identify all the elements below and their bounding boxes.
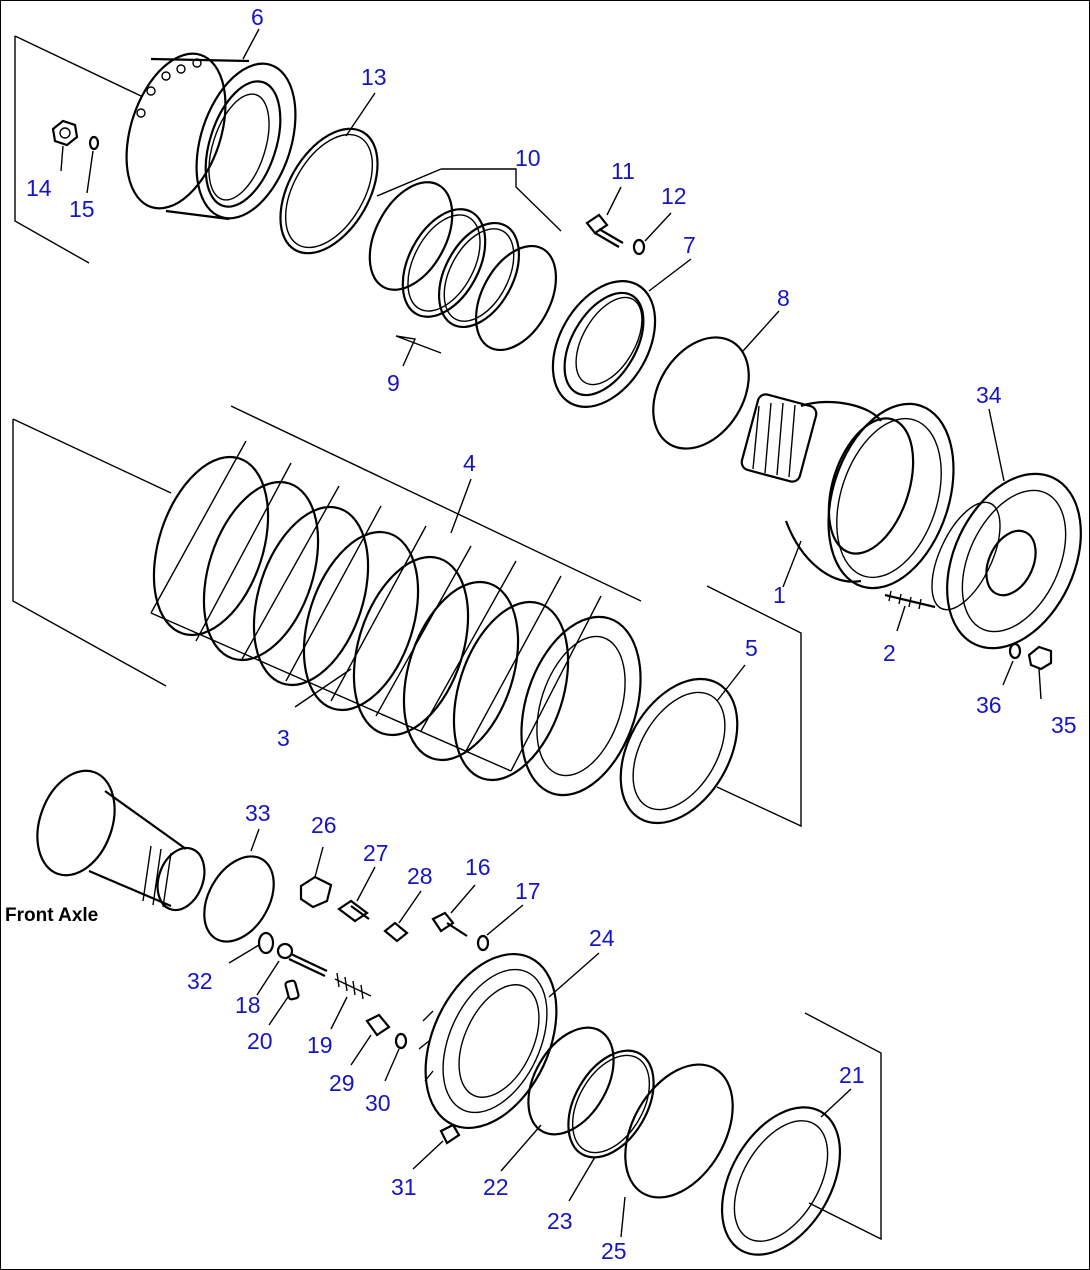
part-6-drum — [125, 52, 297, 221]
part-33-o-ring — [203, 855, 275, 943]
part-26-plug — [299, 875, 333, 909]
part-17-washer — [476, 934, 490, 952]
callout-labels: 6 13 14 15 10 11 12 7 9 8 34 4 1 2 5 36 … — [5, 4, 1077, 1264]
callout-20: 20 — [247, 1028, 273, 1054]
part-16-bolt — [431, 911, 468, 937]
part-22-ring — [527, 1026, 615, 1136]
callout-13: 13 — [361, 64, 387, 90]
callout-12: 12 — [661, 183, 687, 209]
callout-23: 23 — [547, 1208, 573, 1234]
part-31-bolt — [439, 1123, 461, 1145]
part-19-spring — [334, 972, 372, 1000]
callout-26: 26 — [311, 812, 337, 838]
part-27-valve — [337, 899, 370, 923]
part-11-bolt — [585, 213, 624, 248]
part-21-cover — [720, 1106, 842, 1256]
part-32-ring — [257, 931, 275, 955]
callout-36: 36 — [976, 692, 1002, 718]
callout-30: 30 — [365, 1090, 391, 1116]
callout-34: 34 — [976, 382, 1002, 408]
callout-11: 11 — [611, 158, 635, 184]
part-23-ring — [567, 1049, 655, 1159]
part-7-piston — [551, 280, 657, 408]
part-24-carrier — [418, 952, 558, 1130]
callout-10: 10 — [515, 145, 541, 171]
callout-5: 5 — [745, 635, 758, 661]
part-36-washer — [1008, 642, 1022, 660]
part-35-nut — [1027, 645, 1053, 671]
callout-2: 2 — [883, 640, 896, 666]
part-20-pin — [284, 979, 300, 1001]
leader-lines — [60, 28, 1042, 1238]
front-axle-shaft — [36, 769, 206, 912]
callout-31: 31 — [391, 1174, 417, 1200]
part-12-washer — [632, 238, 646, 256]
part-18-pin — [276, 942, 328, 977]
callout-28: 28 — [407, 863, 433, 889]
part-13-ring — [279, 127, 379, 255]
callout-1: 1 — [773, 582, 786, 608]
callout-24: 24 — [589, 925, 615, 951]
part-30-washer — [394, 1032, 408, 1050]
callout-22: 22 — [483, 1174, 509, 1200]
part-34-cover — [931, 472, 1082, 650]
callout-6: 6 — [251, 4, 264, 30]
front-axle-note: Front Axle — [5, 905, 98, 926]
callout-27: 27 — [363, 840, 389, 866]
callout-9: 9 — [387, 370, 400, 396]
part-14-bolt — [51, 119, 79, 147]
callout-14: 14 — [26, 175, 52, 201]
frame-lines — [12, 35, 882, 1241]
part-8-o-ring — [652, 336, 750, 450]
part-15-washer — [88, 135, 100, 151]
callout-33: 33 — [245, 800, 271, 826]
callout-17: 17 — [515, 878, 541, 904]
part-25-ring — [624, 1063, 734, 1199]
part-2-pin — [884, 590, 936, 610]
callout-29: 29 — [329, 1070, 355, 1096]
callout-8: 8 — [777, 285, 790, 311]
part-3-4-disc-pack — [150, 405, 642, 797]
callout-4: 4 — [463, 450, 476, 476]
part-10-seal-rings — [368, 181, 558, 352]
callout-16: 16 — [465, 854, 491, 880]
callout-32: 32 — [187, 968, 213, 994]
callout-35: 35 — [1051, 712, 1077, 738]
callout-19: 19 — [307, 1032, 333, 1058]
callout-25: 25 — [601, 1238, 627, 1264]
part-29-plug — [365, 1013, 391, 1037]
part-1-hub — [740, 393, 955, 590]
callout-18: 18 — [235, 992, 261, 1018]
callout-7: 7 — [683, 232, 696, 258]
callout-21: 21 — [839, 1062, 865, 1088]
part-5-ring — [619, 677, 739, 825]
callout-3: 3 — [277, 725, 290, 751]
callout-15: 15 — [69, 196, 95, 222]
part-28-plug — [383, 921, 409, 943]
